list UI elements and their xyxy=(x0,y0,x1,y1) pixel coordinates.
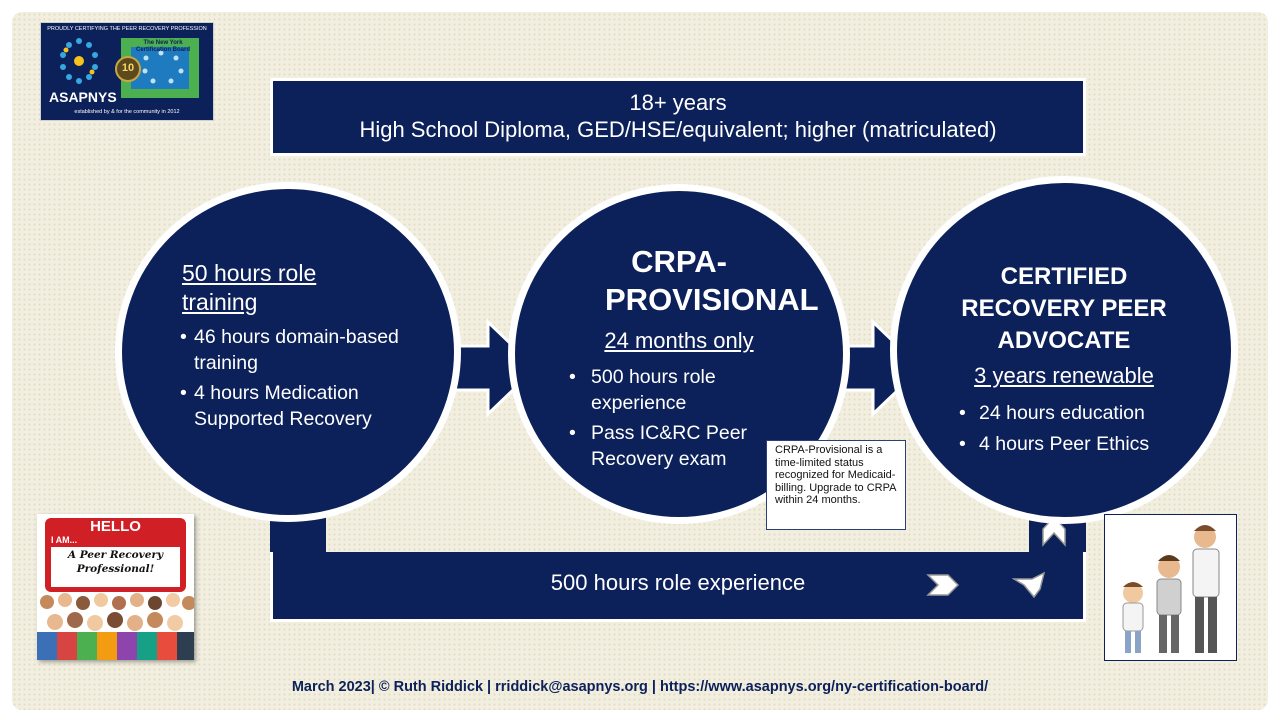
logo-established: established by & for the community in 20… xyxy=(74,109,180,115)
logo-badge-number: 10 xyxy=(121,62,135,74)
provisional-note: CRPA-Provisional is a time-limited statu… xyxy=(766,440,906,530)
stage-provisional-bullet: 500 hours role experience xyxy=(569,365,799,416)
logo-graphic xyxy=(60,38,199,98)
stage-provisional-bullet: Pass IC&RC Peer Recovery exam xyxy=(569,421,799,472)
family-figures xyxy=(1122,525,1220,653)
logo-board: The New York Certification Board xyxy=(135,40,190,53)
stage-crpa-bullet: 4 hours Peer Ethics xyxy=(959,432,1199,458)
stage-training-bullet: 46 hours domain-based training xyxy=(180,325,410,376)
stage-provisional-title: CRPA-PROVISIONAL xyxy=(605,244,819,317)
stage-provisional-subtitle: 24 months only xyxy=(604,328,754,353)
stage-training-circle: 50 hours role training 46 hours domain-b… xyxy=(115,182,461,522)
requirements-education: High School Diploma, GED/HSE/equivalent;… xyxy=(359,117,997,142)
stage-training-bullet: 4 hours Medication Supported Recovery xyxy=(180,381,410,432)
chevron-up-icon xyxy=(1042,515,1066,547)
stage-provisional-circle: CRPA-PROVISIONAL 24 months only 500 hour… xyxy=(508,184,850,524)
arrow-turn-up-icon xyxy=(1012,571,1046,599)
stage-crpa-bullet: 24 hours education xyxy=(959,401,1199,427)
hello-badge-image: HELLO I AM... A Peer Recovery Profession… xyxy=(37,514,194,660)
chevron-right-icon xyxy=(926,574,960,596)
badge-text: A Peer Recovery Professional! xyxy=(67,549,164,575)
path-border xyxy=(270,552,1086,622)
stage-crpa-bullets: 24 hours education 4 hours Peer Ethics xyxy=(959,401,1199,462)
logo-tagline: PROUDLY CERTIFYING THE PEER RECOVERY PRO… xyxy=(47,26,207,32)
bottom-path-label: 500 hours role experience xyxy=(550,570,806,595)
stage-crpa-subtitle: 3 years renewable xyxy=(974,363,1154,388)
people-illustration xyxy=(1104,514,1237,661)
badge-hello-text: HELLO xyxy=(90,518,141,535)
badge-iam-text: I AM... xyxy=(51,535,78,545)
slide: PROUDLY CERTIFYING THE PEER RECOVERY PRO… xyxy=(12,12,1268,710)
stage-provisional-bullets: 500 hours role experience Pass IC&RC Pee… xyxy=(569,365,799,477)
asapnys-logo: PROUDLY CERTIFYING THE PEER RECOVERY PRO… xyxy=(40,22,214,121)
crowd-illustration xyxy=(37,593,194,660)
footer-credit: March 2023| © Ruth Riddick | rriddick@as… xyxy=(291,679,989,695)
stage-training-heading: 50 hours role training xyxy=(182,260,317,315)
requirements-age: 18+ years xyxy=(629,90,727,115)
requirements-box: 18+ years High School Diploma, GED/HSE/e… xyxy=(270,78,1086,156)
stage-crpa-title: CERTIFIED RECOVERY PEER ADVOCATE xyxy=(961,263,1167,354)
logo-name: ASAPNYS xyxy=(49,89,117,105)
stage-training-bullets: 46 hours domain-based training 4 hours M… xyxy=(180,325,410,437)
stage-crpa-circle: CERTIFIED RECOVERY PEER ADVOCATE 3 years… xyxy=(890,176,1238,524)
